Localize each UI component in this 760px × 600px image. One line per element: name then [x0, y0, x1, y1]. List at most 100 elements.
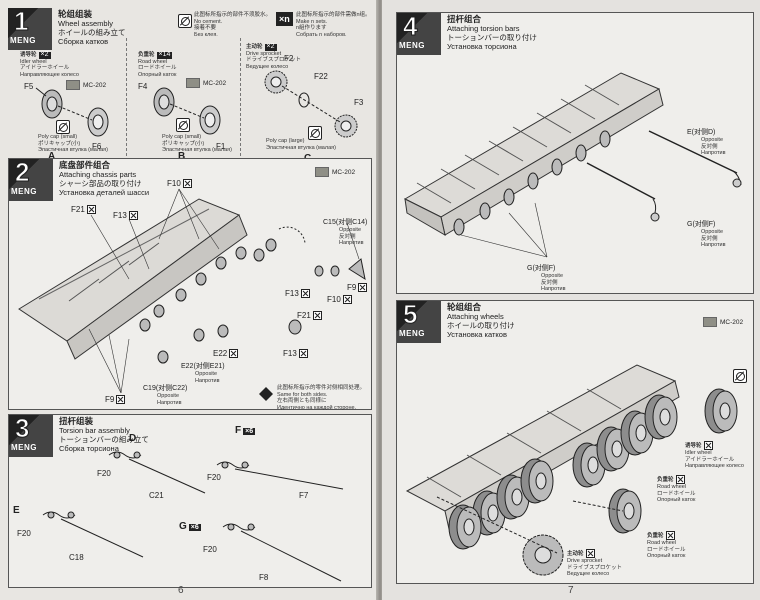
qty-badge: ×2 — [264, 43, 277, 51]
paint-swatch — [66, 80, 80, 90]
part-c18: C18 — [69, 553, 84, 562]
step2-panel: 2 MENG 底盘部件组合 Attaching chassis parts シャ… — [8, 157, 372, 411]
part-jp: ロードホイール — [647, 546, 686, 553]
paint-callout: MC-202 — [703, 317, 743, 327]
label-f13-bottom: F13 — [283, 349, 308, 359]
opposite-note: Opposite 反対側 Напротив — [339, 227, 367, 247]
step-title-ru: Сборка катков — [58, 37, 109, 46]
both-sides-icon — [259, 387, 273, 401]
chassis-drawing — [18, 188, 366, 394]
part-jp: ロードホイール — [657, 490, 696, 497]
part-ru: Направляющее колесо — [20, 71, 79, 78]
label-text: F13 — [283, 349, 297, 358]
label-e-opposite: E(对侧D) Opposite 反対側 Напротив — [687, 127, 726, 157]
step-title-en: Wheel assembly — [58, 19, 114, 28]
step1-sub-b: 负重轮×14 Road wheel ロードホイール Опорный каток … — [128, 38, 241, 162]
part-en: Idler wheel — [20, 58, 47, 65]
step-title-en: Torsion bar assembly — [59, 426, 130, 435]
poly-cap-label: Poly cap (small) ポリキャップ(小) Эластичная вт… — [162, 134, 232, 154]
part-f20-d: F20 — [97, 469, 111, 478]
cap-en: Poly cap (small) — [162, 134, 202, 140]
part-jp: アイドラーホイール — [685, 456, 735, 463]
no-cement-mark-icon — [182, 179, 192, 189]
step-number: 4 — [402, 11, 418, 42]
cap-ru: Эластичная втулка (малая) — [162, 147, 232, 153]
part-jp: ドライブスプロケット — [567, 564, 623, 571]
part-f5: F5 — [24, 82, 34, 91]
cap-jp: ポリキャップ(小) — [162, 140, 205, 147]
opp-en: Opposite — [701, 229, 724, 235]
opp-ru: Напротив — [701, 242, 726, 248]
no-cement-cn: 此图标所指示的部件不须胶水。 — [194, 12, 272, 18]
step-number: 1 — [13, 6, 29, 37]
no-cement-mark-icon — [128, 211, 138, 221]
part-en: Drive sprocket — [246, 50, 282, 57]
idler-label: 诱导轮×2 Idler wheel アイドラーホイール Направляющее… — [20, 51, 79, 78]
page-number-left: 6 — [178, 585, 184, 596]
no-cement-mark-icon — [300, 289, 310, 299]
label-text: F13 — [113, 211, 127, 220]
step4-badge: 4 MENG — [397, 11, 443, 57]
part-f3: F3 — [354, 98, 364, 107]
paint-code: MC-202 — [332, 168, 356, 176]
no-cement-icon — [178, 14, 192, 28]
label-e22: E22 — [213, 349, 239, 359]
step1-sub-a: 诱导轮×2 Idler wheel アイドラーホイール Направляющее… — [8, 38, 127, 162]
no-cement-icon — [308, 126, 322, 140]
label-text: E22 — [213, 349, 228, 358]
part-ru: Опорный каток — [138, 71, 177, 78]
part-c21: C21 — [149, 491, 164, 500]
step-title-jp: ホイールの取り付け — [447, 321, 515, 330]
step5-panel: 5 MENG 轮组组合 Attaching wheels ホイールの取り付け У… — [396, 299, 754, 584]
no-cement-mark-icon — [86, 205, 96, 215]
right-page: 4 MENG 扭杆组合 Attaching torsion bars トーション… — [382, 0, 760, 600]
part-jp: ドライブスプロケット — [246, 57, 302, 63]
step-title-jp: トーションバーの取り付け — [447, 33, 537, 42]
part-en: Road wheel — [138, 58, 168, 65]
opposite-note: Opposite Напротив — [157, 393, 187, 406]
qty-badge: ×6 — [243, 428, 256, 435]
label-f21-left: F21 — [71, 205, 96, 215]
left-page: 此图标所指示的部件不须胶水。 No cement. 接着不要 Без клея.… — [0, 0, 378, 600]
step-title-ru: Сборка торсиона — [59, 444, 119, 453]
label-f9-right: F9 — [347, 283, 368, 293]
step-title-cn: 扭杆组合 — [447, 14, 482, 24]
step-title-jp: トーションバーの組み立て — [59, 435, 149, 444]
qty-badge: ×2 — [38, 51, 51, 59]
step3-titles: 扭杆组装 Torsion bar assembly トーションバーの組み立て С… — [59, 417, 149, 454]
opp-en: Opposite — [157, 393, 180, 399]
opp-ru: Напротив — [339, 240, 364, 246]
both-ru: Идентично на каждой стороне. — [277, 404, 357, 411]
label-c19: C19(对侧C22) Opposite Напротив — [143, 383, 187, 406]
paint-callout: MC-202 — [66, 80, 106, 90]
no-cement-mark-icon — [342, 295, 352, 305]
step-number: 3 — [14, 413, 30, 444]
paint-callout: MC-202 — [186, 78, 226, 88]
opp-en: Opposite — [339, 227, 362, 233]
step4-panel: 4 MENG 扭杆组合 Attaching torsion bars トーション… — [396, 11, 754, 294]
opp-ru: Напротив — [701, 150, 726, 156]
paint-code: MC-202 — [203, 79, 227, 87]
road-wheel-label-1: 负重轮 Road wheel ロードホイール Опорный каток — [657, 475, 696, 504]
step3-badge: 3 MENG — [9, 413, 55, 459]
label-text: F9 — [347, 283, 357, 292]
no-cement-jp: 接着不要 — [194, 25, 217, 31]
part-cn: 诱导轮 — [685, 442, 702, 449]
hull-torsion-drawing — [403, 72, 742, 258]
no-cement-mark-icon — [229, 349, 239, 359]
step-title-cn: 轮组组装 — [58, 9, 93, 19]
step-box — [9, 415, 53, 457]
part-f4: F4 — [138, 82, 148, 91]
label-c15: C15(对侧C14) Opposite 反対側 Напротив — [323, 217, 367, 247]
no-cement-mark-icon — [358, 283, 368, 293]
no-cement-mark-icon — [312, 311, 322, 321]
step2-badge: 2 MENG — [9, 157, 55, 203]
paint-swatch — [186, 78, 200, 88]
paint-code: MC-202 — [83, 81, 107, 89]
poly-cap-label: Poly cap (small) ポリキャップ(小) Эластичная вт… — [38, 134, 108, 154]
no-cement-mark-icon — [703, 441, 713, 450]
label-f13-left: F13 — [113, 211, 138, 221]
step-box — [9, 159, 53, 201]
no-cement-mark-icon — [116, 395, 126, 405]
make-n-jp: n組作ります — [296, 25, 327, 31]
